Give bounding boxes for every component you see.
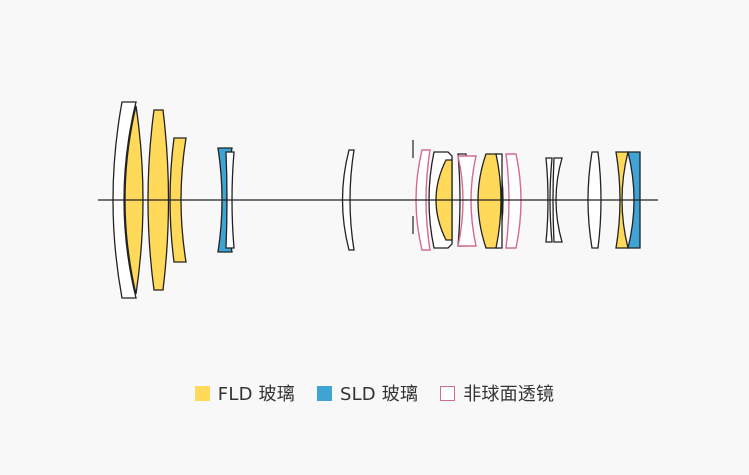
sld-swatch bbox=[316, 385, 332, 401]
legend: FLD 玻璃 SLD 玻璃 非球面透镜 bbox=[0, 380, 749, 406]
lens-element-17 bbox=[552, 157, 563, 243]
legend-item-sld: SLD 玻璃 bbox=[316, 380, 419, 406]
legend-item-fld: FLD 玻璃 bbox=[194, 380, 295, 406]
lens-element-14 bbox=[495, 153, 503, 249]
fld-swatch bbox=[194, 385, 210, 401]
lens-element-12-aspherical bbox=[457, 155, 477, 247]
lens-element-1 bbox=[112, 101, 137, 299]
legend-label-aspherical: 非球面透镜 bbox=[463, 384, 555, 405]
legend-label-fld: FLD 玻璃 bbox=[217, 384, 295, 405]
legend-label-sld: SLD 玻璃 bbox=[339, 384, 419, 405]
lens-element-15-aspherical bbox=[505, 153, 522, 249]
legend-item-aspherical: 非球面透镜 bbox=[440, 380, 554, 406]
aspherical-swatch bbox=[440, 385, 456, 401]
